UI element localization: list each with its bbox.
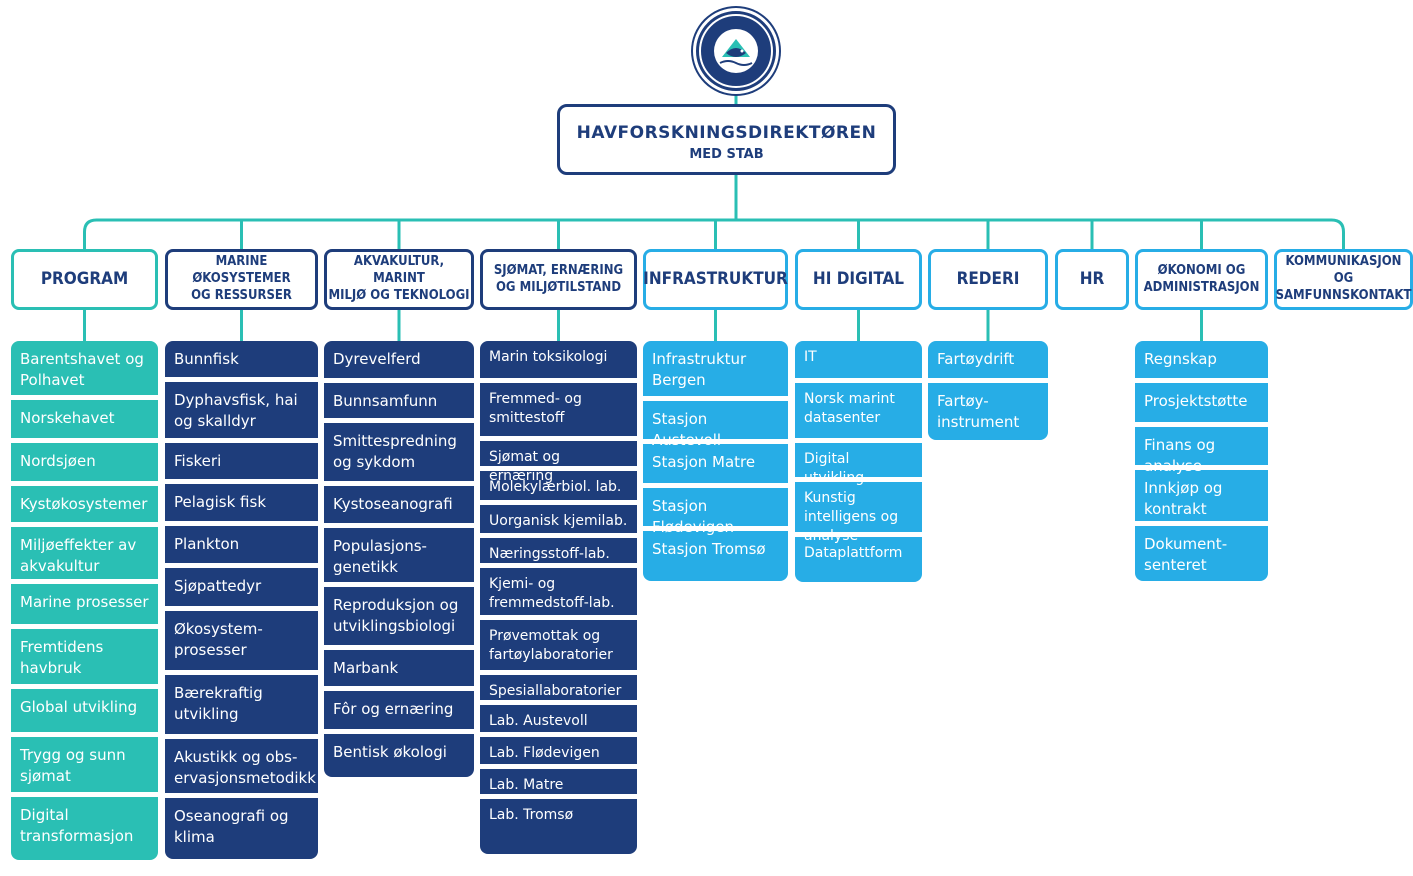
unit-program-9: Digital transformasjon bbox=[11, 797, 158, 860]
unit-marine-6: Økosystem-prosesser bbox=[165, 611, 318, 675]
unit-digital-3: Kunstig intelligens og analyse bbox=[795, 482, 922, 544]
unit-rederi-1: Fartøy-instrument bbox=[928, 383, 1048, 440]
unit-sjomat-0: Marin toksikologi bbox=[480, 341, 637, 383]
unit-sjomat-1: Fremmed- og smittestoff bbox=[480, 383, 637, 441]
unit-program-6: Fremtidens havbruk bbox=[11, 629, 158, 689]
unit-program-3: Kystøkosystemer bbox=[11, 486, 158, 527]
unit-marine-9: Oseanografi og klima bbox=[165, 798, 318, 859]
unit-program-4: Miljøeffekter av akvakultur bbox=[11, 527, 158, 584]
unit-akvakultur-6: Marbank bbox=[324, 650, 474, 691]
dept-title-line: SJØMAT, ERNÆRING bbox=[493, 262, 624, 278]
unit-digital-0: IT bbox=[795, 341, 922, 383]
unit-akvakultur-2: Smittespredning og sykdom bbox=[324, 423, 474, 486]
unit-akvakultur-0: Dyrevelferd bbox=[324, 341, 474, 383]
unit-program-2: Nordsjøen bbox=[11, 443, 158, 486]
unit-program-5: Marine prosesser bbox=[11, 584, 158, 629]
unit-infra-3: Stasjon Flødevigen bbox=[643, 488, 788, 536]
unit-marine-0: Bunnfisk bbox=[165, 341, 318, 382]
unit-okonomi-3: Innkjøp og kontrakt bbox=[1135, 470, 1268, 526]
dept-title-line: SAMFUNNSKONTAKT bbox=[1275, 287, 1412, 303]
unit-okonomi-4: Dokument-senteret bbox=[1135, 526, 1268, 581]
unit-infra-0: Infrastruktur Bergen bbox=[643, 341, 788, 401]
unit-infra-4: Stasjon Tromsø bbox=[643, 531, 788, 581]
unit-okonomi-2: Finans og analyse bbox=[1135, 427, 1268, 475]
dept-title-line: PROGRAM bbox=[40, 269, 129, 290]
dept-title-line: MARINE ØKOSYSTEMER bbox=[192, 254, 291, 287]
unit-marine-5: Sjøpattedyr bbox=[165, 568, 318, 611]
dept-title-line: HR bbox=[1079, 269, 1105, 290]
unit-program-8: Trygg og sunn sjømat bbox=[11, 737, 158, 797]
dept-title-line: KOMMUNIKASJON OG bbox=[1285, 254, 1402, 287]
unit-sjomat-9: Lab. Austevoll bbox=[480, 705, 637, 737]
dept-title-line: AKVAKULTUR, MARINT bbox=[353, 254, 445, 287]
unit-program-1: Norskehavet bbox=[11, 400, 158, 443]
dept-title-line: OG MILJØTILSTAND bbox=[495, 279, 622, 295]
unit-program-7: Global utvikling bbox=[11, 689, 158, 737]
unit-akvakultur-3: Kystoseanografi bbox=[324, 486, 474, 528]
unit-akvakultur-7: Fôr og ernæring bbox=[324, 691, 474, 734]
dept-header-hr: HR bbox=[1055, 249, 1129, 310]
unit-okonomi-0: Regnskap bbox=[1135, 341, 1268, 383]
unit-akvakultur-8: Bentisk økologi bbox=[324, 734, 474, 777]
dept-title-line: OG RESSURSER bbox=[191, 287, 292, 303]
director-box: HAVFORSKNINGSDIREKTØREN MED STAB bbox=[557, 104, 896, 175]
unit-okonomi-1: Prosjektstøtte bbox=[1135, 383, 1268, 427]
unit-rederi-0: Fartøydrift bbox=[928, 341, 1048, 383]
dept-title-line: HI DIGITAL bbox=[812, 269, 905, 290]
dept-title-line: MILJØ OG TEKNOLOGI bbox=[328, 287, 470, 303]
dept-header-digital: HI DIGITAL bbox=[795, 249, 922, 310]
dept-header-program: PROGRAM bbox=[11, 249, 158, 310]
logo-emblem-icon bbox=[699, 14, 773, 88]
unit-akvakultur-1: Bunnsamfunn bbox=[324, 383, 474, 423]
unit-program-0: Barentshavet og Polhavet bbox=[11, 341, 158, 400]
unit-marine-8: Akustikk og obs-ervasjonsmetodikk bbox=[165, 739, 318, 798]
unit-sjomat-6: Kjemi- og fremmedstoff-lab. bbox=[480, 568, 637, 620]
unit-sjomat-7: Prøvemottak og fartøylaboratorier bbox=[480, 620, 637, 675]
unit-sjomat-3: Molekylærbiol. lab. bbox=[480, 471, 637, 505]
unit-sjomat-10: Lab. Flødevigen bbox=[480, 737, 637, 769]
dept-header-rederi: REDERI bbox=[928, 249, 1048, 310]
unit-marine-7: Bærekraftig utvikling bbox=[165, 675, 318, 739]
unit-akvakultur-5: Reproduksjon og utviklingsbiologi bbox=[324, 587, 474, 650]
institute-logo bbox=[693, 8, 779, 94]
unit-infra-1: Stasjon Austevoll bbox=[643, 401, 788, 449]
unit-marine-3: Pelagisk fisk bbox=[165, 484, 318, 526]
director-title: HAVFORSKNINGSDIREKTØREN bbox=[576, 123, 877, 143]
director-subtitle: MED STAB bbox=[689, 147, 764, 162]
unit-sjomat-4: Uorganisk kjemilab. bbox=[480, 505, 637, 538]
unit-sjomat-2: Sjømat og ernæring bbox=[480, 441, 637, 484]
unit-marine-2: Fiskeri bbox=[165, 443, 318, 484]
unit-akvakultur-4: Populasjons-genetikk bbox=[324, 528, 474, 587]
unit-marine-1: Dyphavsfisk, hai og skalldyr bbox=[165, 382, 318, 443]
dept-header-infra: INFRASTRUKTUR bbox=[643, 249, 788, 310]
unit-sjomat-8: Spesiallaboratorier bbox=[480, 675, 637, 705]
unit-sjomat-5: Næringsstoff-lab. bbox=[480, 538, 637, 568]
unit-sjomat-11: Lab. Matre bbox=[480, 769, 637, 799]
unit-digital-1: Norsk marint datasenter bbox=[795, 383, 922, 443]
unit-sjomat-12: Lab. Tromsø bbox=[480, 799, 637, 854]
unit-marine-4: Plankton bbox=[165, 526, 318, 568]
unit-digital-4: Dataplattform bbox=[795, 537, 922, 582]
unit-digital-2: Digital utvikling bbox=[795, 443, 922, 486]
dept-title-line: ADMINISTRASJON bbox=[1143, 279, 1260, 295]
unit-infra-2: Stasjon Matre bbox=[643, 444, 788, 488]
dept-title-line: INFRASTRUKTUR bbox=[643, 269, 788, 290]
dept-title-line: REDERI bbox=[956, 269, 1020, 290]
dept-title-line: ØKONOMI OG bbox=[1157, 262, 1246, 278]
